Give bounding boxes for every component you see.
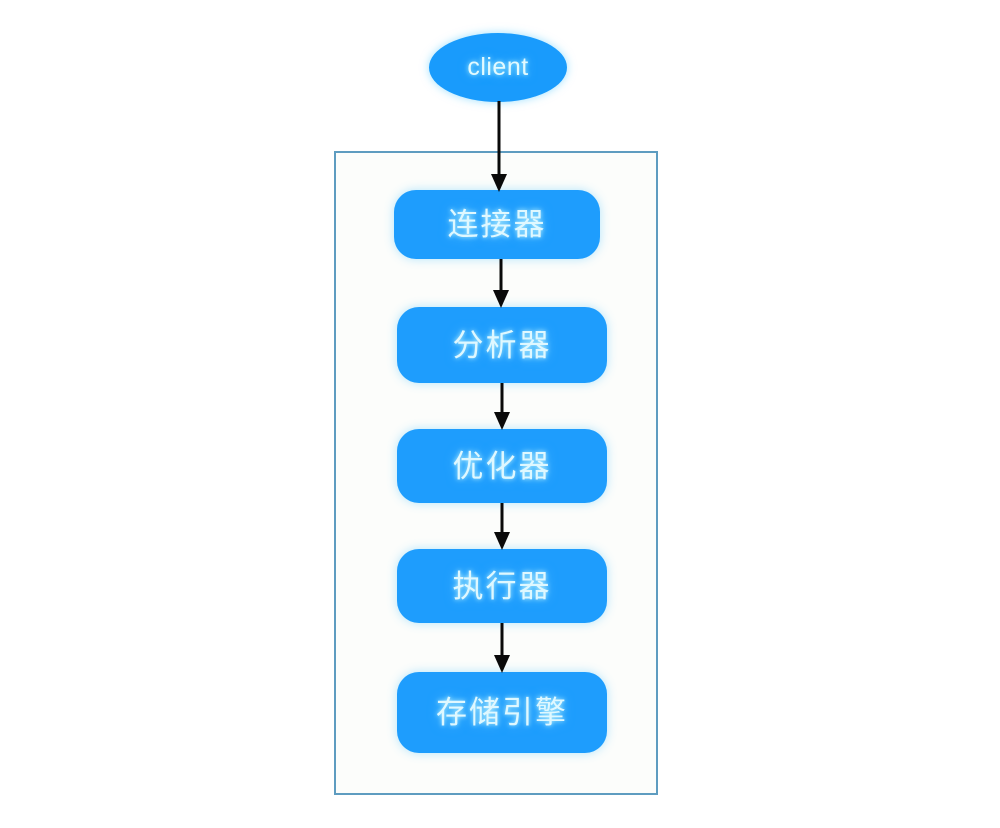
node-optimizer-label: 优化器 <box>452 448 552 484</box>
node-client-label: client <box>467 53 529 81</box>
node-executor-label: 执行器 <box>452 568 552 604</box>
node-client[interactable]: client <box>429 33 567 102</box>
node-analyzer[interactable]: 分析器 <box>397 307 607 383</box>
node-storage-engine-label: 存储引擎 <box>436 695 568 730</box>
node-analyzer-label: 分析器 <box>452 327 552 363</box>
node-connector-label: 连接器 <box>447 207 547 242</box>
node-optimizer[interactable]: 优化器 <box>397 429 607 503</box>
node-connector[interactable]: 连接器 <box>394 190 600 259</box>
node-executor[interactable]: 执行器 <box>397 549 607 623</box>
node-storage-engine[interactable]: 存储引擎 <box>397 672 607 753</box>
